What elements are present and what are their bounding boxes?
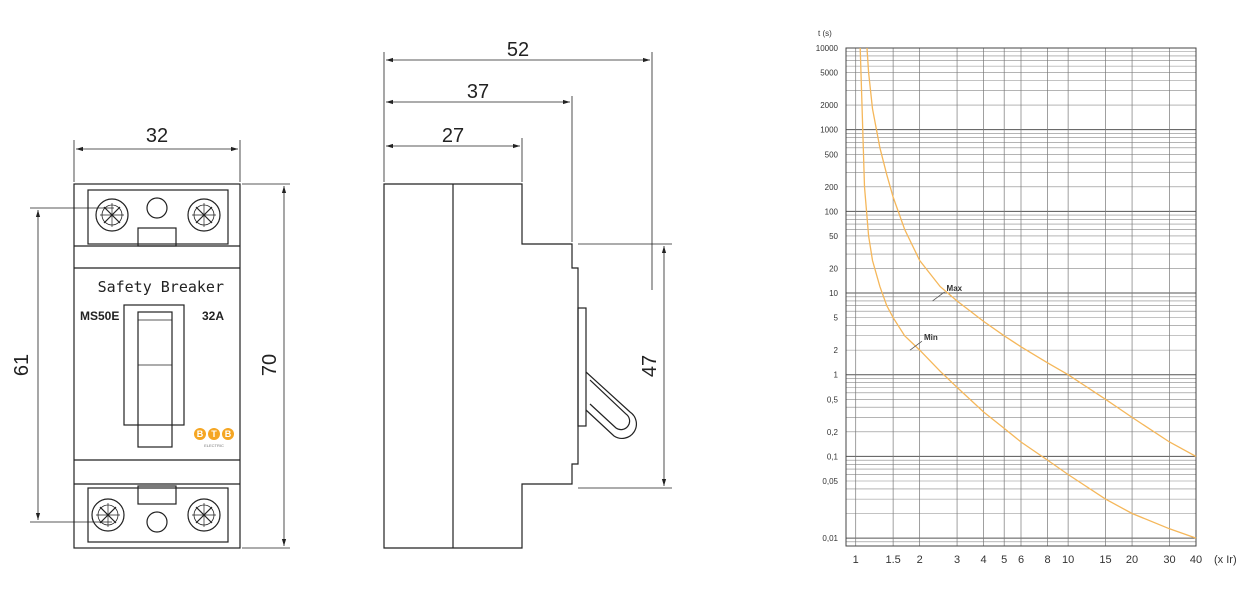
product-title: Safety Breaker: [98, 278, 224, 296]
x-tick-label: 8: [1044, 554, 1050, 566]
trip-curve-chart: 10000 5000 2000 1000 500 200 100 50 20 10 5 2 1 0,5 0,…: [816, 29, 1237, 566]
y-tick-label: 5000: [820, 69, 838, 78]
y-tick-label: 50: [829, 232, 838, 241]
side-toggle-handle: [585, 371, 637, 440]
x-axis-label: (x Ir): [1214, 554, 1237, 566]
y-tick-label: 100: [825, 207, 839, 216]
x-tick-label: 20: [1126, 554, 1138, 566]
logo-letter-1: B: [197, 429, 204, 439]
breaker-body: [73, 183, 241, 549]
top-mounting-hole: [146, 197, 168, 219]
y-tick-label: 0,5: [827, 395, 839, 404]
toggle-base: [577, 307, 587, 427]
x-tick-label: 2: [917, 554, 923, 566]
y-tick-label: 2000: [820, 101, 838, 110]
bottom-mounting-hole: [146, 511, 168, 533]
y-tick-label: 0,2: [827, 428, 839, 437]
toggle-lever: [137, 311, 173, 448]
x-tick-label: 30: [1163, 554, 1175, 566]
y-tick-label: 1: [834, 371, 839, 380]
y-tick-label: 0,05: [822, 477, 838, 486]
annotation-leader: [932, 291, 945, 302]
inner-height-label: 61: [11, 354, 33, 376]
width-dimension: [73, 140, 241, 182]
model-label: MS50E: [80, 309, 119, 323]
y-tick-label: 20: [829, 264, 838, 273]
x-tick-label: 4: [981, 554, 987, 566]
mid-depth-dimension: [386, 96, 573, 242]
side-height-label: 47: [639, 355, 661, 377]
mid-depth-label: 37: [467, 81, 489, 103]
logo-letter-2: T: [211, 429, 217, 439]
outer-height-label: 70: [259, 354, 281, 376]
body-depth-label: 27: [442, 125, 464, 147]
logo-letter-3: B: [225, 429, 232, 439]
y-tick-label: 5: [834, 314, 839, 323]
top-left-screw-icon: [95, 198, 129, 232]
annotation-max: Max: [947, 284, 963, 293]
rating-label: 32A: [202, 309, 224, 323]
overall-depth-label: 52: [507, 39, 529, 61]
top-terminal-block: [87, 189, 229, 245]
body-depth-dimension: [386, 138, 523, 182]
bottom-left-screw-icon: [91, 498, 125, 532]
logo-subtext: ELECTRIC: [204, 443, 224, 448]
side-view: [383, 52, 672, 549]
y-tick-label: 2: [834, 346, 839, 355]
inner-height-dimension: [30, 207, 114, 523]
y-tick-label: 10: [829, 289, 838, 298]
top-right-screw-icon: [187, 198, 221, 232]
bottom-terminal-block: [87, 487, 229, 543]
x-tick-label: 1.5: [885, 554, 900, 566]
x-tick-label: 5: [1001, 554, 1007, 566]
x-tick-label: 6: [1018, 554, 1024, 566]
x-tick-label: 10: [1062, 554, 1074, 566]
front-view: 32: [30, 125, 290, 549]
side-height-dimension: [578, 243, 672, 489]
curve-max: [866, 47, 1197, 457]
y-tick-label: 10000: [816, 44, 839, 53]
x-tick-label: 40: [1190, 554, 1202, 566]
overall-depth-dimension: [383, 52, 653, 290]
x-tick-label: 3: [954, 554, 960, 566]
y-axis-label: t (s): [818, 29, 832, 38]
y-tick-label: 500: [825, 150, 839, 159]
y-tick-label: 0,01: [822, 534, 838, 543]
plot-frame: [845, 47, 1197, 547]
side-body: [383, 183, 579, 549]
y-tick-label: 1000: [820, 126, 838, 135]
y-tick-label: 0,1: [827, 452, 839, 461]
width-dimension-label: 32: [146, 125, 168, 147]
x-tick-label: 15: [1099, 554, 1111, 566]
annotation-min: Min: [924, 333, 938, 342]
curve-min: [859, 47, 1197, 539]
bottom-right-screw-icon: [187, 498, 221, 532]
x-tick-label: 1: [853, 554, 859, 566]
brand-logo: B T B ELECTRIC: [194, 428, 234, 448]
y-tick-label: 200: [825, 183, 839, 192]
toggle-recess: [123, 304, 185, 426]
outer-height-dimension: [242, 183, 290, 549]
annotation-leader: [909, 340, 923, 351]
